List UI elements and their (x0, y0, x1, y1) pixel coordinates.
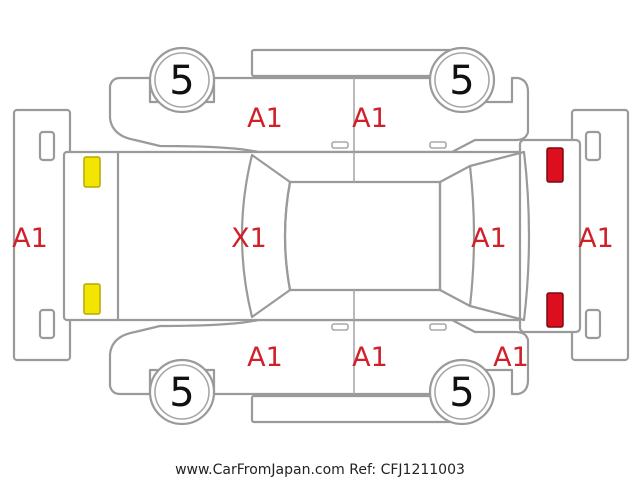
tire-right-front: 5 (148, 358, 216, 426)
tire-left-rear: 5 (428, 46, 496, 114)
body-top-view (62, 138, 582, 334)
tire-right-rear-value: 5 (449, 370, 474, 416)
lower-side-profile (108, 318, 530, 396)
rear-bumper (570, 108, 630, 362)
code-front-bumper: A1 (12, 223, 48, 254)
code-right-rear-door: A1 (352, 342, 388, 373)
bottom-side-strip (250, 394, 454, 424)
tire-left-rear-value: 5 (449, 58, 474, 104)
rear-left-lamp (546, 147, 564, 183)
code-left-front-door: A1 (247, 103, 283, 134)
code-left-rear-door: A1 (352, 103, 388, 134)
front-left-lamp (83, 156, 101, 188)
top-side-strip (250, 48, 454, 78)
tire-right-rear: 5 (428, 358, 496, 426)
code-rear-quarter: A1 (493, 342, 529, 373)
tire-right-front-value: 5 (169, 370, 194, 416)
source-watermark: www.CarFromJapan.com Ref: CFJ1211003 (175, 462, 465, 478)
code-rear-bumper: A1 (578, 223, 614, 254)
tire-left-front: 5 (148, 46, 216, 114)
code-right-front-door: A1 (247, 342, 283, 373)
code-roof: A1 (471, 223, 507, 254)
code-hood: X1 (231, 223, 267, 254)
front-right-lamp (83, 283, 101, 315)
upper-side-profile (108, 76, 530, 154)
rear-right-lamp (546, 292, 564, 328)
tire-left-front-value: 5 (169, 58, 194, 104)
